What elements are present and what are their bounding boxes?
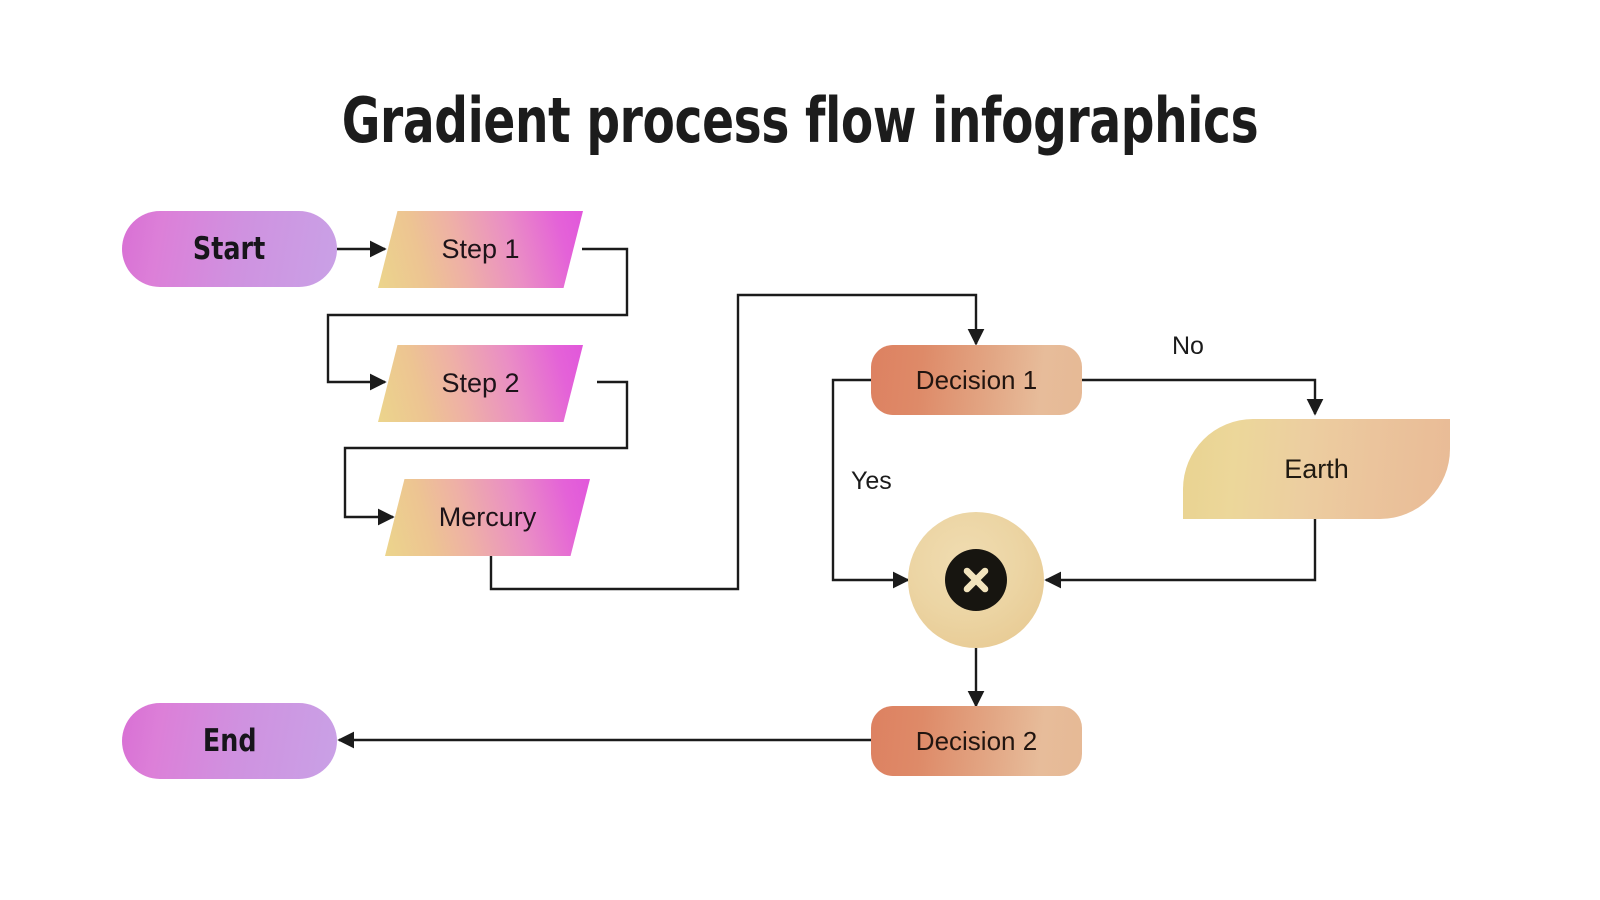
close-x-icon-glyph — [963, 567, 989, 593]
node-step1[interactable]: Step 1 — [378, 211, 583, 288]
node-decision2[interactable]: Decision 2 — [871, 706, 1082, 776]
edge-label-no: No — [1172, 332, 1204, 360]
edge-decision1-no-to-earth — [1081, 378, 1324, 416]
close-x-icon — [945, 549, 1007, 611]
node-mercury-label: Mercury — [438, 502, 537, 532]
edge-label-yes: Yes — [851, 467, 892, 495]
node-end-label: End — [202, 723, 257, 759]
node-earth-label: Earth — [1284, 453, 1349, 484]
node-circle-close[interactable] — [908, 512, 1044, 648]
node-step2[interactable]: Step 2 — [378, 345, 583, 422]
node-decision2-label: Decision 2 — [915, 725, 1038, 756]
node-start[interactable]: Start — [122, 211, 337, 287]
node-earth[interactable]: Earth — [1183, 419, 1450, 519]
edge-earth-to-circle — [1044, 519, 1317, 589]
node-step1-label: Step 1 — [441, 234, 520, 264]
node-decision1[interactable]: Decision 1 — [871, 345, 1082, 415]
node-mercury[interactable]: Mercury — [385, 479, 590, 556]
page-title: Gradient process flow infographics — [341, 84, 1259, 157]
node-decision1-label: Decision 1 — [915, 364, 1038, 395]
node-end[interactable]: End — [122, 703, 337, 779]
node-step2-label: Step 2 — [441, 368, 520, 398]
node-start-label: Start — [193, 231, 266, 267]
